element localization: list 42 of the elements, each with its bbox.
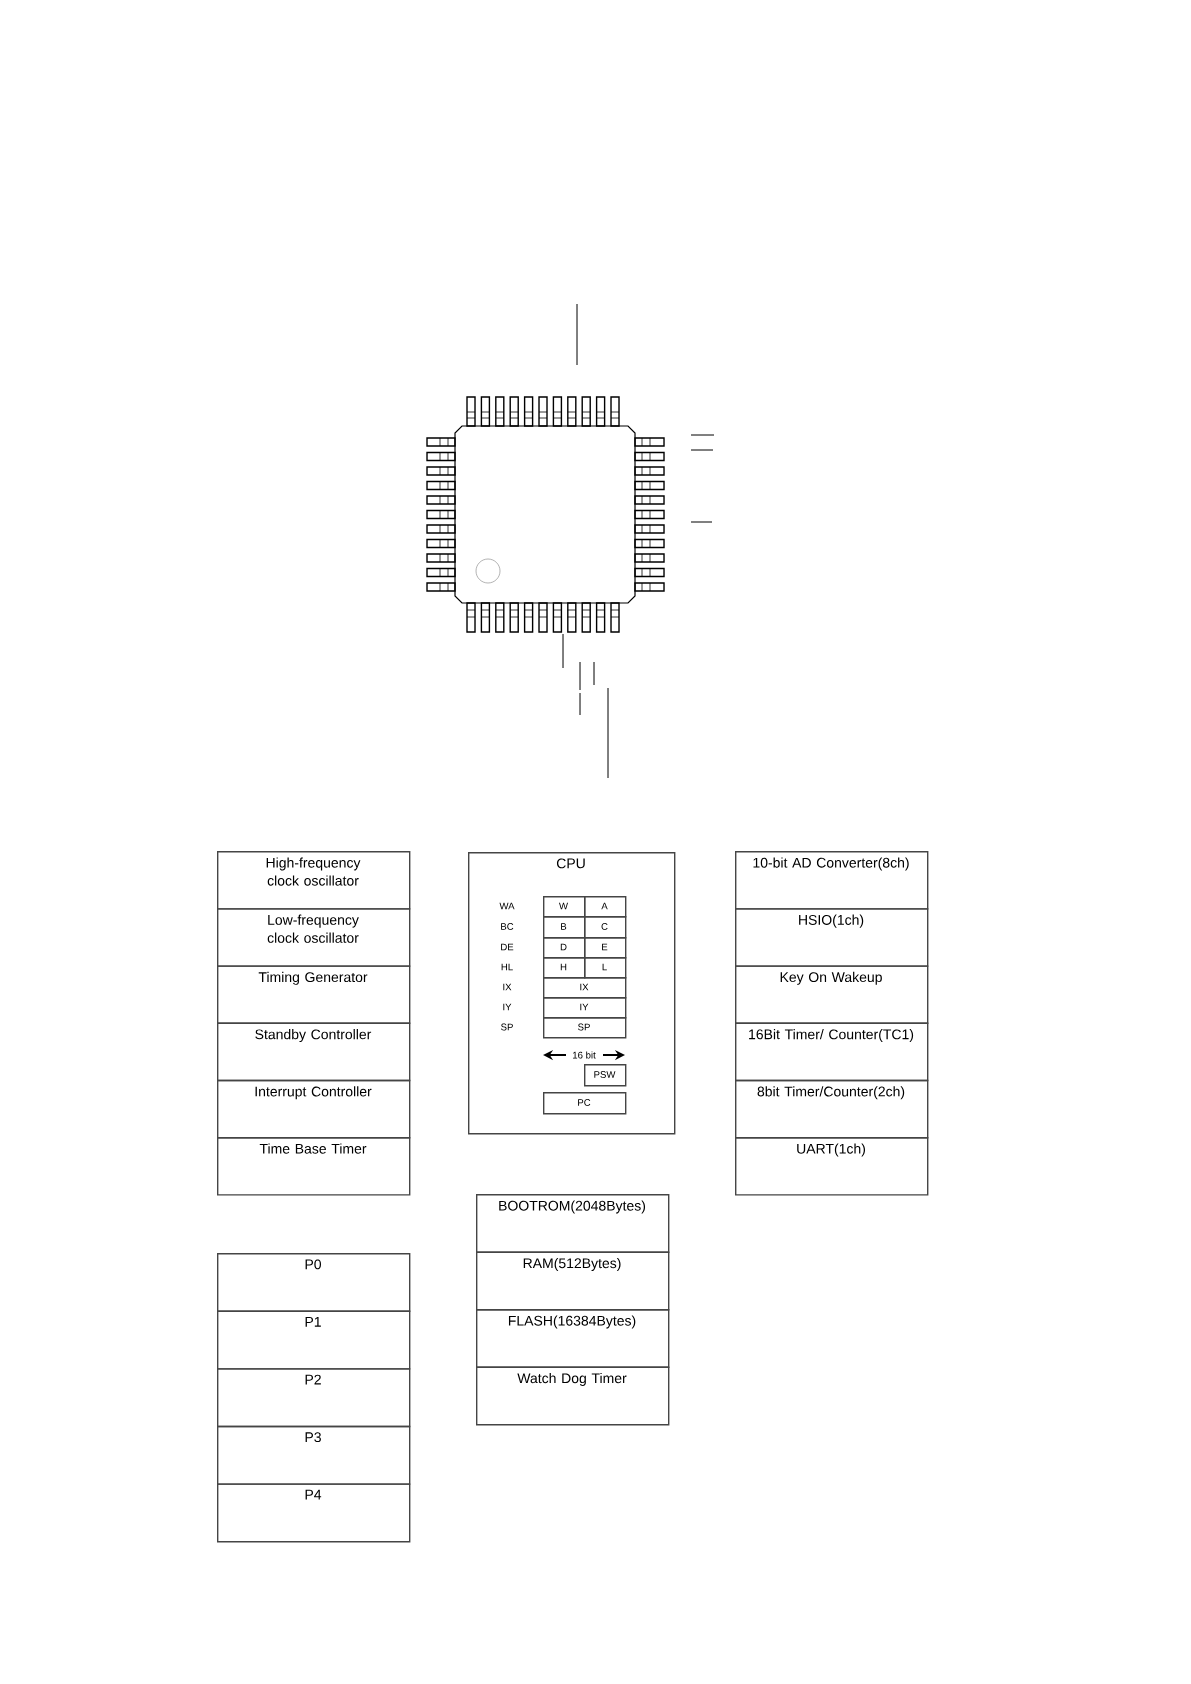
- register-cell: A: [584, 896, 627, 918]
- block-cell: High-frequency clock oscillator: [217, 851, 411, 910]
- block-cell: P4: [217, 1483, 411, 1543]
- block-cell: 10-bit AD Converter(8ch): [735, 851, 929, 910]
- register-cell: W: [543, 896, 586, 918]
- block-cell: P2: [217, 1368, 411, 1428]
- register-cell: IY: [543, 997, 627, 1019]
- block-cell: RAM(512Bytes): [476, 1251, 670, 1311]
- block-cell: Watch Dog Timer: [476, 1366, 670, 1426]
- block-cell: BOOTROM(2048Bytes): [476, 1194, 670, 1253]
- block-cell: Low-frequency clock oscillator: [217, 908, 411, 967]
- block-cell: P3: [217, 1425, 411, 1485]
- block-cell: Timing Generator: [217, 965, 411, 1024]
- block-cell: P1: [217, 1310, 411, 1370]
- register-label: IX: [503, 983, 512, 991]
- register-label: DE: [501, 943, 514, 951]
- register-label: WA: [499, 902, 515, 910]
- register-label: BC: [501, 923, 514, 930]
- register-cell: PSW: [584, 1064, 627, 1087]
- register-cell: E: [584, 937, 627, 959]
- block-cell: HSIO(1ch): [735, 908, 929, 967]
- block-cell: UART(1ch): [735, 1137, 929, 1196]
- block-cell: Interrupt Controller: [217, 1079, 411, 1139]
- block-cell: 16Bit Timer/ Counter(TC1): [735, 1022, 929, 1082]
- register-cell: D: [543, 937, 586, 959]
- register-cell: SP: [543, 1017, 627, 1039]
- block-cell: Time Base Timer: [217, 1137, 411, 1196]
- register-cell: H: [543, 957, 586, 979]
- block-cell: P0: [217, 1253, 411, 1312]
- register-cell: PC: [543, 1092, 627, 1115]
- dimension-label: 16 bit: [573, 1051, 596, 1059]
- register-cell: B: [543, 916, 586, 939]
- register-cell: L: [584, 957, 627, 979]
- register-cell: IX: [543, 977, 627, 999]
- block-cell: 8bit Timer/Counter(2ch): [735, 1079, 929, 1139]
- block-cell: Key On Wakeup: [735, 965, 929, 1024]
- register-label: IY: [503, 1003, 512, 1011]
- register-cell: C: [584, 916, 627, 939]
- block-cell: FLASH(16384Bytes): [476, 1309, 670, 1368]
- register-label: SP: [501, 1023, 513, 1031]
- block-cell: Standby Controller: [217, 1022, 411, 1082]
- register-label: HL: [501, 963, 513, 971]
